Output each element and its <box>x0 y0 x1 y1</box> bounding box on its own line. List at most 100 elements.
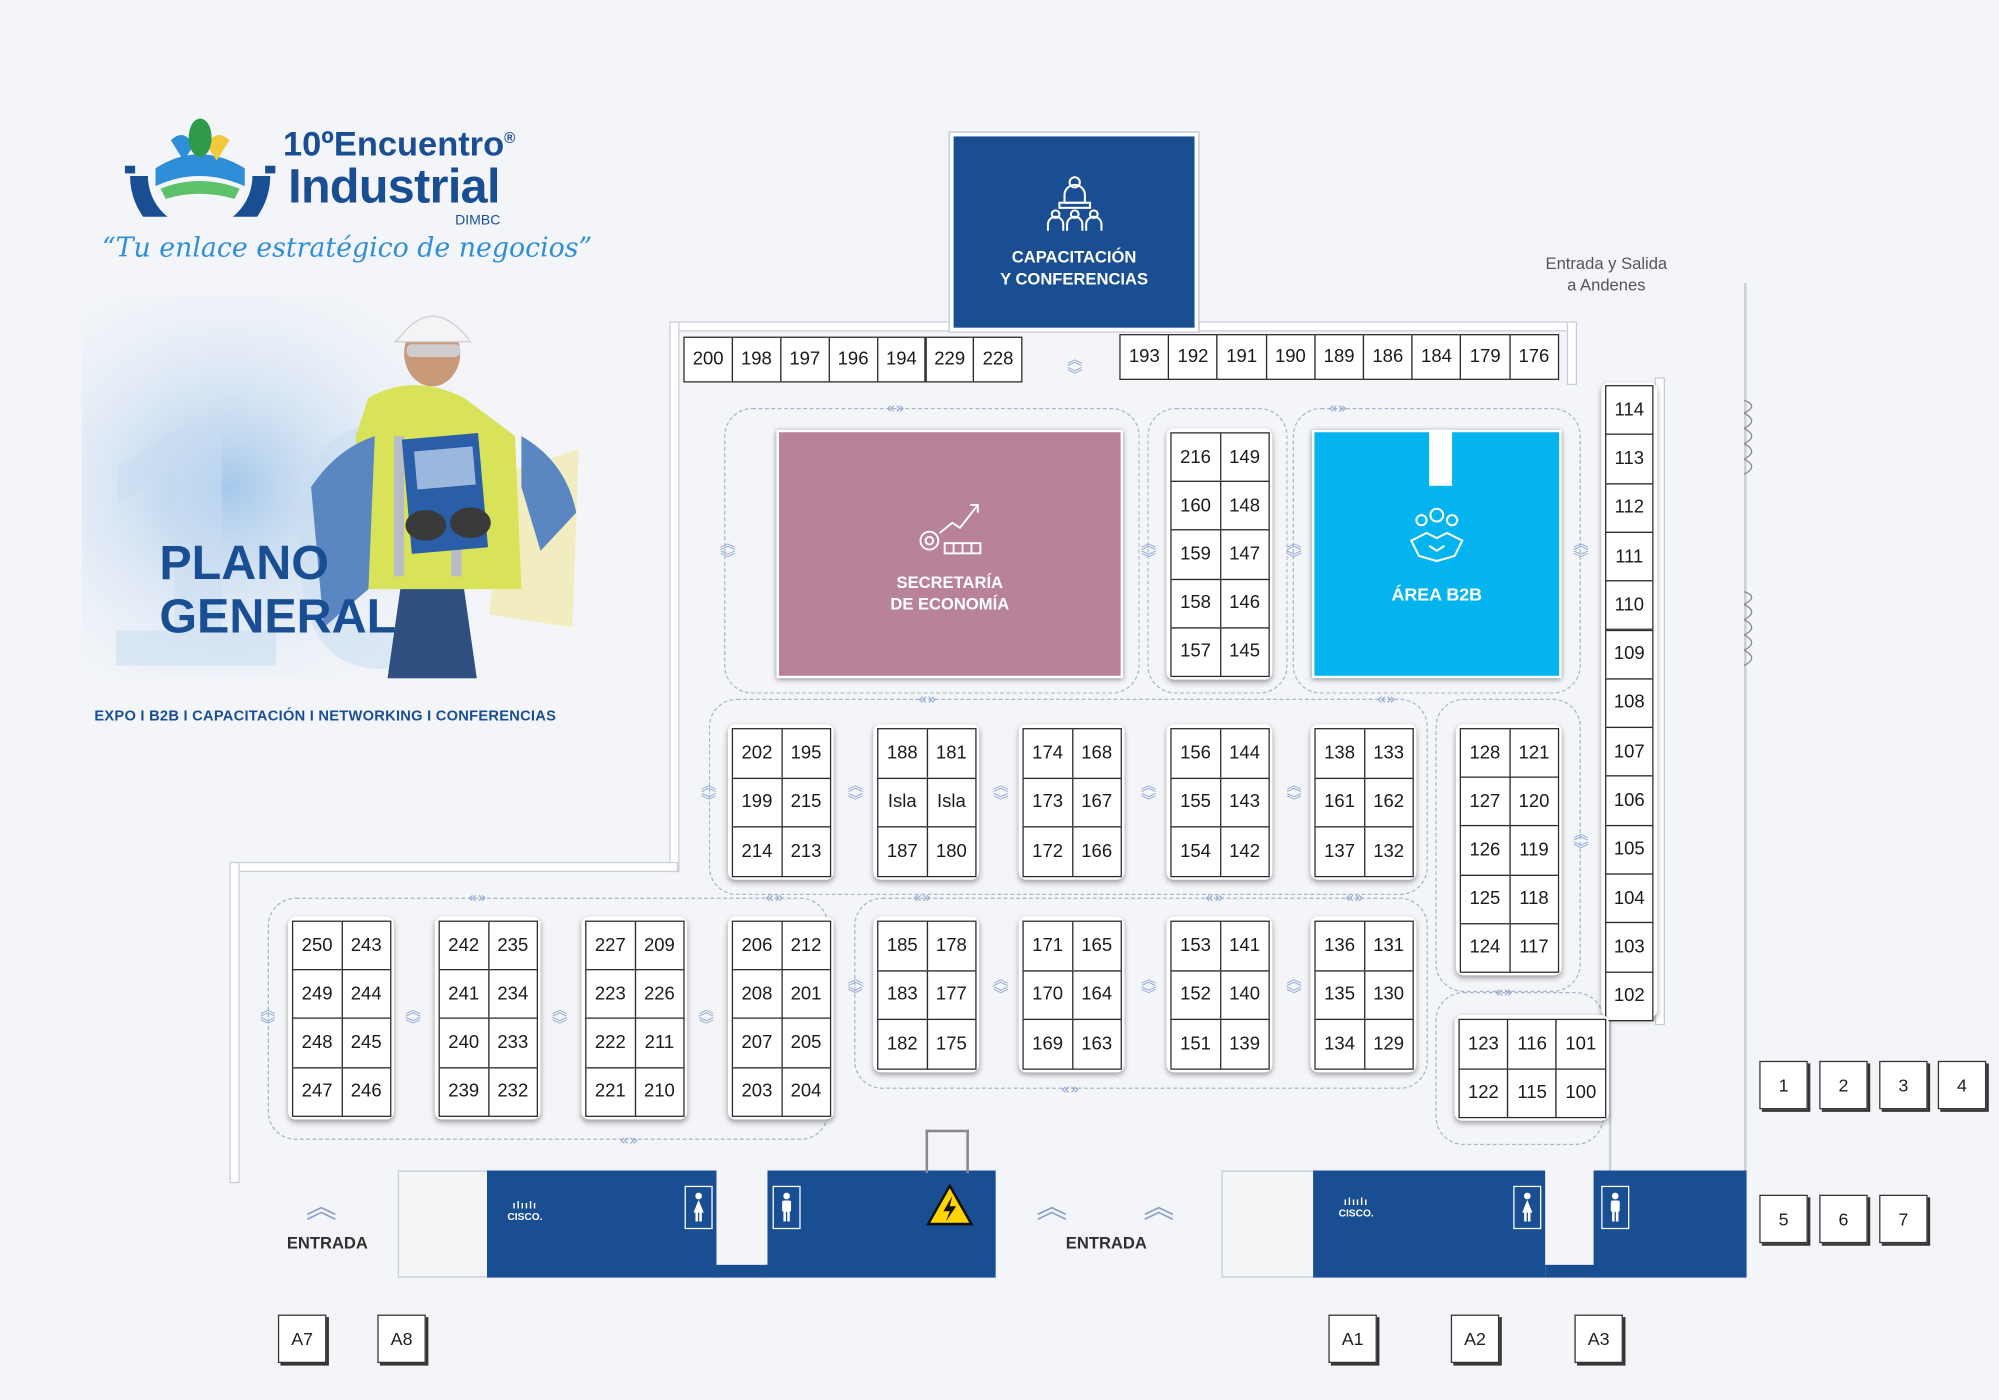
booth-160[interactable]: 160 <box>1170 480 1221 531</box>
booth-185[interactable]: 185 <box>877 920 928 971</box>
booth-108[interactable]: 108 <box>1605 678 1654 729</box>
room-capacitacion[interactable]: CAPACITACIÓN Y CONFERENCIAS <box>949 132 1199 332</box>
booth-122[interactable]: 122 <box>1458 1067 1509 1119</box>
booth-195[interactable]: 195 <box>780 728 832 779</box>
booth-157[interactable]: 157 <box>1170 627 1221 678</box>
booth-205[interactable]: 205 <box>780 1017 832 1068</box>
booth-212[interactable]: 212 <box>780 920 832 971</box>
booth-248[interactable]: 248 <box>291 1017 343 1068</box>
booth-216[interactable]: 216 <box>1170 432 1221 483</box>
booth-125[interactable]: 125 <box>1459 874 1511 925</box>
booth-124[interactable]: 124 <box>1459 922 1511 973</box>
booth-162[interactable]: 162 <box>1363 777 1414 828</box>
booth-109[interactable]: 109 <box>1605 629 1654 680</box>
outside-space-1[interactable]: 1 <box>1759 1060 1808 1110</box>
booth-172[interactable]: 172 <box>1022 826 1073 877</box>
booth-190[interactable]: 190 <box>1265 334 1316 380</box>
booth-206[interactable]: 206 <box>731 920 783 971</box>
booth-209[interactable]: 209 <box>634 920 685 971</box>
booth-250[interactable]: 250 <box>291 920 343 971</box>
booth-215[interactable]: 215 <box>780 777 832 828</box>
booth-136[interactable]: 136 <box>1314 920 1365 971</box>
outside-space-2[interactable]: 2 <box>1819 1060 1868 1110</box>
booth-154[interactable]: 154 <box>1170 826 1221 877</box>
booth-168[interactable]: 168 <box>1071 728 1122 779</box>
booth-102[interactable]: 102 <box>1605 971 1654 1022</box>
booth-121[interactable]: 121 <box>1508 728 1560 779</box>
booth-239[interactable]: 239 <box>438 1066 489 1117</box>
booth-151[interactable]: 151 <box>1170 1018 1221 1070</box>
outside-space-a2[interactable]: A2 <box>1450 1314 1500 1364</box>
booth-222[interactable]: 222 <box>585 1017 636 1068</box>
booth-114[interactable]: 114 <box>1605 385 1654 436</box>
outside-space-7[interactable]: 7 <box>1879 1194 1928 1244</box>
booth-214[interactable]: 214 <box>731 826 783 877</box>
booth-126[interactable]: 126 <box>1459 825 1511 876</box>
men-restroom-icon[interactable] <box>772 1185 801 1230</box>
booth-144[interactable]: 144 <box>1219 728 1270 779</box>
booth-201[interactable]: 201 <box>780 969 832 1020</box>
booth-171[interactable]: 171 <box>1022 920 1073 971</box>
booth-132[interactable]: 132 <box>1363 826 1414 877</box>
booth-184[interactable]: 184 <box>1411 334 1462 380</box>
booth-204[interactable]: 204 <box>780 1066 832 1117</box>
booth-179[interactable]: 179 <box>1460 334 1511 380</box>
booth-119[interactable]: 119 <box>1508 825 1560 876</box>
booth-189[interactable]: 189 <box>1314 334 1365 380</box>
booth-194[interactable]: 194 <box>876 336 927 383</box>
booth-163[interactable]: 163 <box>1071 1018 1122 1070</box>
entrance-center-label[interactable]: ENTRADA <box>1065 1232 1147 1253</box>
booth-134[interactable]: 134 <box>1314 1018 1365 1070</box>
booth-129[interactable]: 129 <box>1363 1018 1414 1070</box>
booth-196[interactable]: 196 <box>828 336 878 383</box>
booth-140[interactable]: 140 <box>1219 969 1270 1021</box>
booth-221[interactable]: 221 <box>585 1066 636 1117</box>
entrance-left-label[interactable]: ENTRADA <box>286 1232 368 1253</box>
booth-173[interactable]: 173 <box>1022 777 1073 828</box>
booth-200[interactable]: 200 <box>683 336 733 383</box>
booth-159[interactable]: 159 <box>1170 529 1221 580</box>
booth-115[interactable]: 115 <box>1507 1067 1558 1119</box>
booth-111[interactable]: 111 <box>1605 531 1654 582</box>
outside-space-a7[interactable]: A7 <box>277 1314 327 1364</box>
booth-241[interactable]: 241 <box>438 969 489 1020</box>
booth-235[interactable]: 235 <box>487 920 538 971</box>
outside-space-a8[interactable]: A8 <box>377 1314 426 1364</box>
booth-147[interactable]: 147 <box>1219 529 1270 580</box>
booth-105[interactable]: 105 <box>1605 824 1654 875</box>
booth-233[interactable]: 233 <box>487 1017 538 1068</box>
booth-158[interactable]: 158 <box>1170 578 1221 629</box>
booth-228[interactable]: 228 <box>973 336 1023 383</box>
booth-247[interactable]: 247 <box>291 1066 343 1117</box>
booth-198[interactable]: 198 <box>731 336 782 383</box>
booth-243[interactable]: 243 <box>341 920 392 971</box>
booth-145[interactable]: 145 <box>1219 627 1270 678</box>
booth-128[interactable]: 128 <box>1459 728 1511 779</box>
booth-156[interactable]: 156 <box>1170 728 1221 779</box>
booth-120[interactable]: 120 <box>1508 776 1560 827</box>
booth-139[interactable]: 139 <box>1219 1018 1270 1070</box>
booth-199[interactable]: 199 <box>731 777 783 828</box>
booth-186[interactable]: 186 <box>1362 334 1413 380</box>
booth-242[interactable]: 242 <box>438 920 489 971</box>
booth-101[interactable]: 101 <box>1555 1018 1606 1070</box>
outside-space-a3[interactable]: A3 <box>1574 1314 1623 1364</box>
booth-169[interactable]: 169 <box>1022 1018 1073 1070</box>
booth-142[interactable]: 142 <box>1219 826 1270 877</box>
booth-148[interactable]: 148 <box>1219 480 1270 531</box>
booth-207[interactable]: 207 <box>731 1017 783 1068</box>
booth-183[interactable]: 183 <box>877 969 928 1021</box>
booth-146[interactable]: 146 <box>1219 578 1270 629</box>
booth-181[interactable]: 181 <box>926 728 977 779</box>
booth-202[interactable]: 202 <box>731 728 783 779</box>
booth-192[interactable]: 192 <box>1168 334 1218 380</box>
booth-245[interactable]: 245 <box>341 1017 392 1068</box>
men-restroom-icon[interactable] <box>1601 1185 1630 1230</box>
outside-space-a1[interactable]: A1 <box>1328 1314 1377 1364</box>
booth-234[interactable]: 234 <box>487 969 538 1020</box>
booth-149[interactable]: 149 <box>1219 432 1270 483</box>
booth-232[interactable]: 232 <box>487 1066 538 1117</box>
booth-177[interactable]: 177 <box>926 969 977 1021</box>
booth-223[interactable]: 223 <box>585 969 636 1020</box>
booth-152[interactable]: 152 <box>1170 969 1221 1021</box>
